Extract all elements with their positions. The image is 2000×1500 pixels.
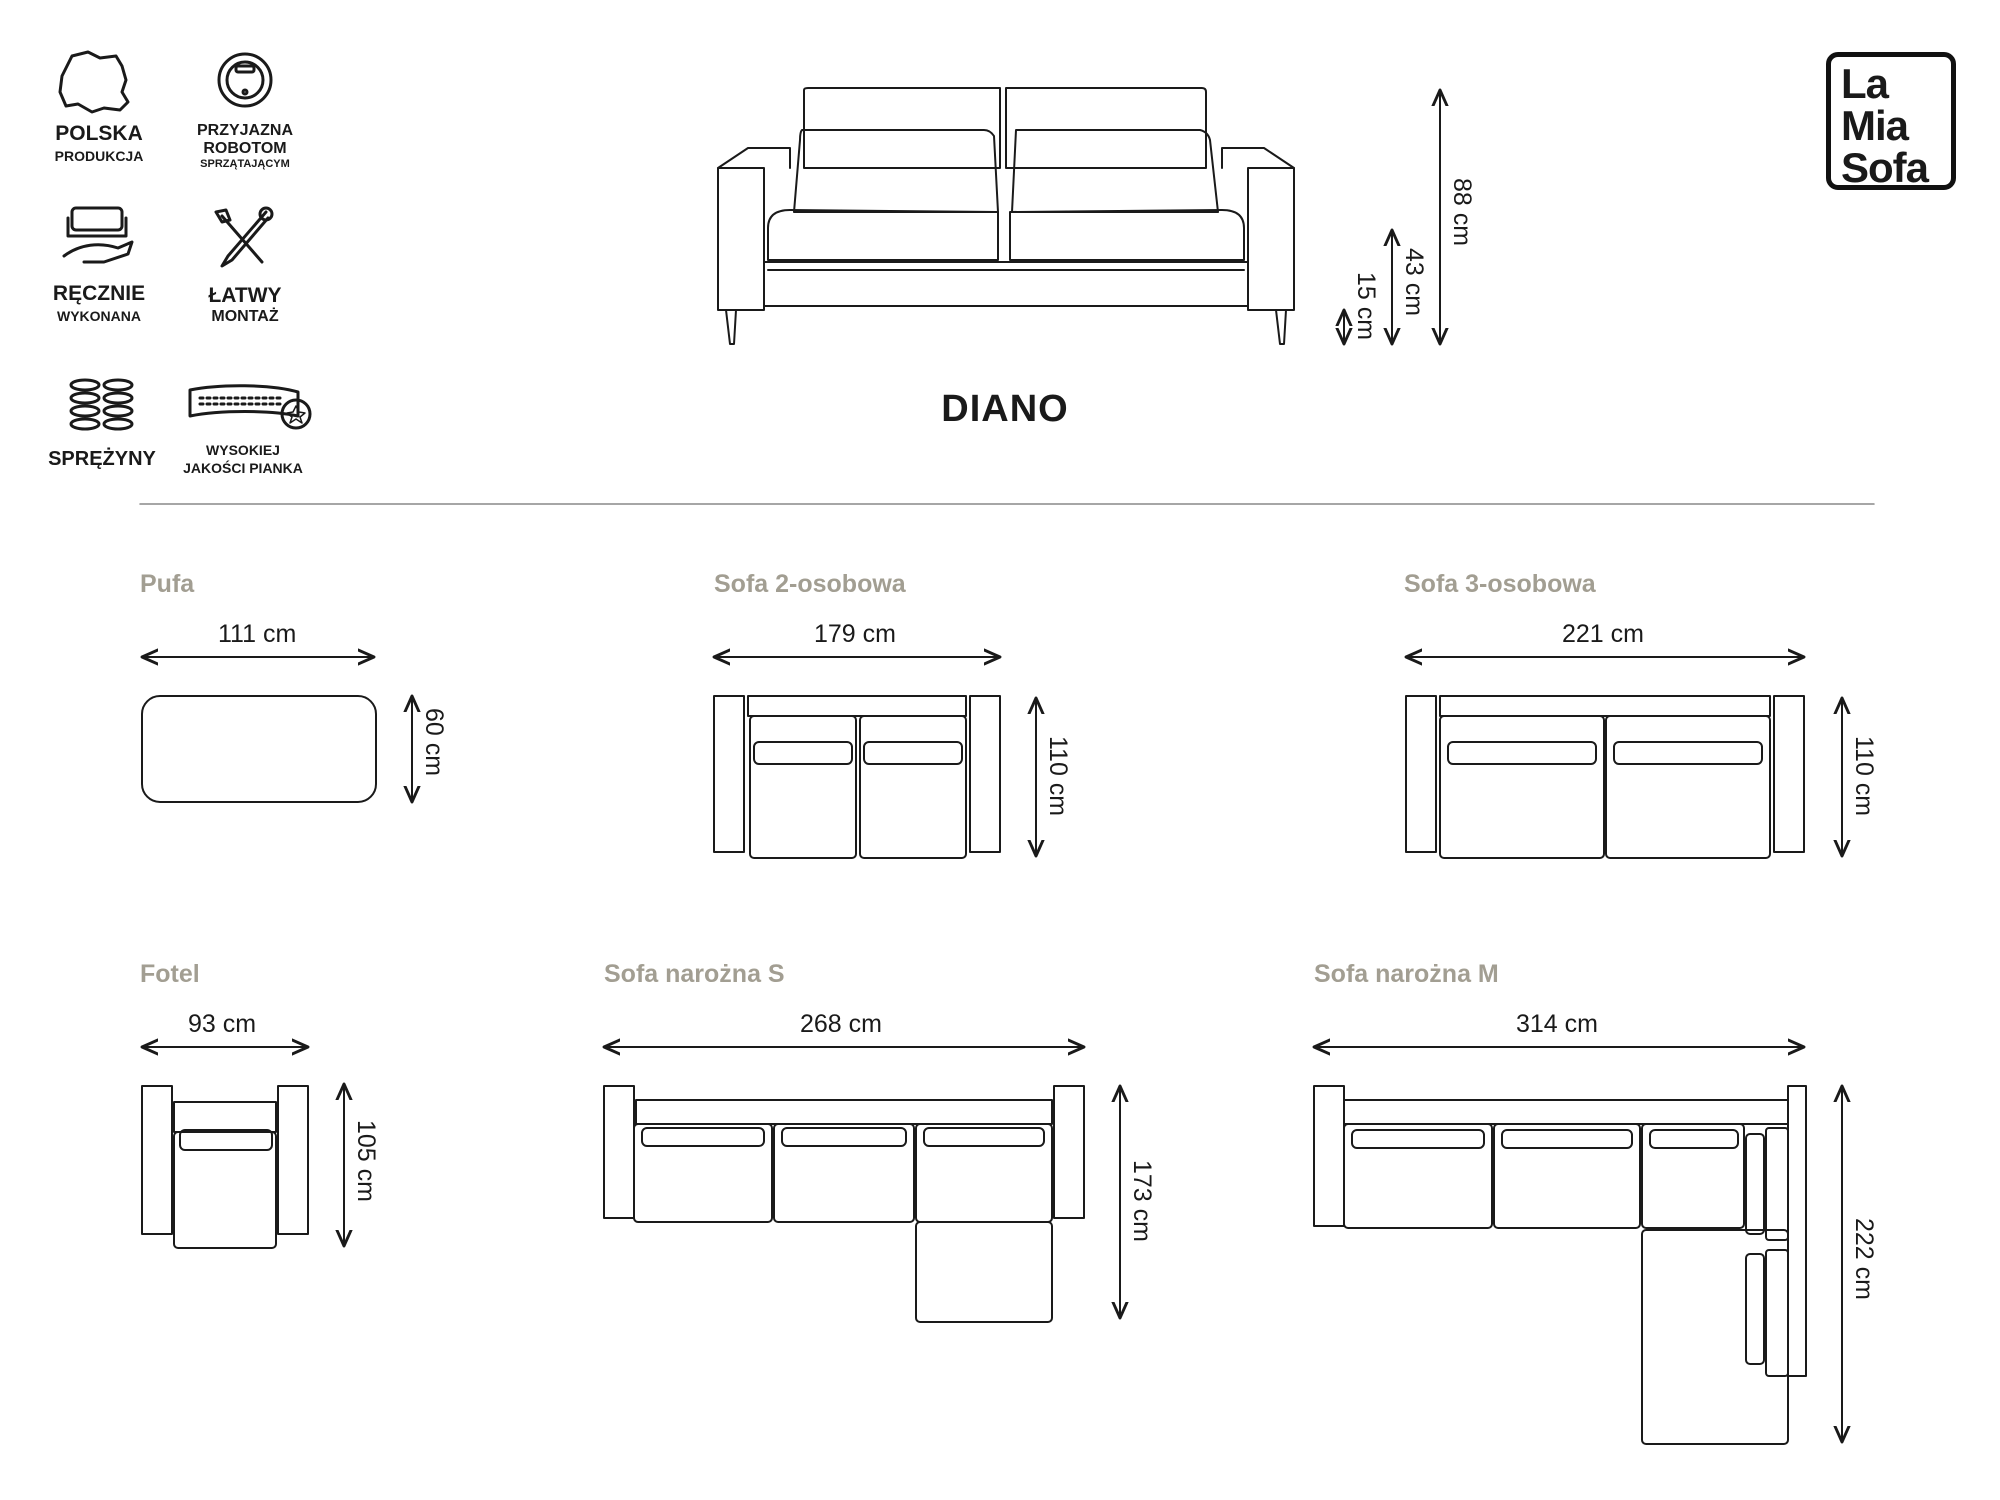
badge-polska: POLSKA PRODUKCJA bbox=[34, 122, 164, 164]
sofa3-plan bbox=[1405, 695, 1805, 859]
poland-map-icon bbox=[58, 50, 130, 114]
badge-latwy-title: ŁATWY bbox=[208, 284, 282, 307]
badge-robot-line2: ROBOTOM bbox=[203, 140, 287, 157]
badge-robot-line3: SPRZĄTAJĄCYM bbox=[200, 158, 290, 170]
badge-recznie: RĘCZNIE WYKONANA bbox=[34, 282, 164, 324]
sofa2-width-label: 179 cm bbox=[814, 620, 896, 648]
badge-recznie-subtitle: WYKONANA bbox=[57, 308, 141, 324]
badge-recznie-title: RĘCZNIE bbox=[52, 282, 146, 305]
naroznaM-plan bbox=[1313, 1085, 1807, 1445]
naroznaS-width-label: 268 cm bbox=[800, 1010, 882, 1038]
badge-sprezyny: SPRĘŻYNY bbox=[34, 448, 170, 471]
foam-quality-icon bbox=[188, 384, 312, 430]
badge-sprezyny-title: SPRĘŻYNY bbox=[48, 448, 156, 470]
naroznaS-depth-label: 173 cm bbox=[1128, 1160, 1156, 1242]
sofa3-width-label: 221 cm bbox=[1562, 620, 1644, 648]
height-total-label: 88 cm bbox=[1448, 178, 1476, 247]
badge-polska-title: POLSKA bbox=[55, 122, 143, 145]
variant-label-naroznaS: Sofa narożna S bbox=[604, 960, 785, 988]
badge-latwy-subtitle: MONTAŻ bbox=[211, 308, 279, 325]
variant-label-naroznaM: Sofa narożna M bbox=[1314, 960, 1499, 988]
naroznaM-depth-label: 222 cm bbox=[1850, 1218, 1878, 1300]
hand-sofa-icon bbox=[62, 206, 134, 264]
seat-height-label: 43 cm bbox=[1400, 248, 1428, 317]
variant-label-pufa: Pufa bbox=[140, 570, 195, 598]
naroznaS-plan bbox=[603, 1085, 1085, 1323]
brand-logo: La Mia Sofa bbox=[1826, 52, 1956, 190]
pufa-plan bbox=[141, 695, 377, 803]
badge-latwy: ŁATWY MONTAŻ bbox=[180, 284, 310, 326]
badge-pianka-line1: WYSOKIEJ bbox=[206, 442, 280, 458]
fotel-width-label: 93 cm bbox=[188, 1010, 257, 1038]
pufa-depth-label: 60 cm bbox=[420, 708, 448, 777]
springs-icon bbox=[69, 378, 134, 431]
tools-icon bbox=[214, 206, 274, 268]
fotel-plan bbox=[141, 1085, 309, 1249]
badge-pianka: WYSOKIEJ JAKOŚCI PIANKA bbox=[168, 442, 318, 476]
variant-label-sofa3: Sofa 3-osobowa bbox=[1404, 570, 1596, 598]
badge-robot: PRZYJAZNA ROBOTOM SPRZĄTAJĄCYM bbox=[170, 122, 320, 170]
sofa3-depth-label: 110 cm bbox=[1850, 736, 1878, 817]
logo-line1: La bbox=[1841, 60, 1889, 107]
variant-label-sofa2: Sofa 2-osobowa bbox=[714, 570, 906, 598]
sofa2-depth-label: 110 cm bbox=[1044, 736, 1072, 817]
sofa-front-view bbox=[717, 87, 1295, 345]
badge-robot-line1: PRZYJAZNA bbox=[196, 122, 293, 139]
pufa-width-label: 111 cm bbox=[218, 620, 297, 648]
naroznaM-width-label: 314 cm bbox=[1516, 1010, 1598, 1038]
badge-polska-subtitle: PRODUKCJA bbox=[54, 148, 144, 164]
logo-line2: Mia bbox=[1841, 102, 1909, 149]
fotel-depth-label: 105 cm bbox=[352, 1120, 380, 1202]
product-title: DIANO bbox=[941, 388, 1069, 430]
badge-pianka-line2: JAKOŚCI PIANKA bbox=[183, 460, 303, 476]
sofa2-plan bbox=[713, 695, 1001, 859]
robot-vacuum-icon bbox=[217, 52, 273, 108]
logo-line3: Sofa bbox=[1841, 144, 1929, 191]
variant-label-fotel: Fotel bbox=[140, 960, 200, 988]
leg-height-label: 15 cm bbox=[1352, 272, 1380, 341]
